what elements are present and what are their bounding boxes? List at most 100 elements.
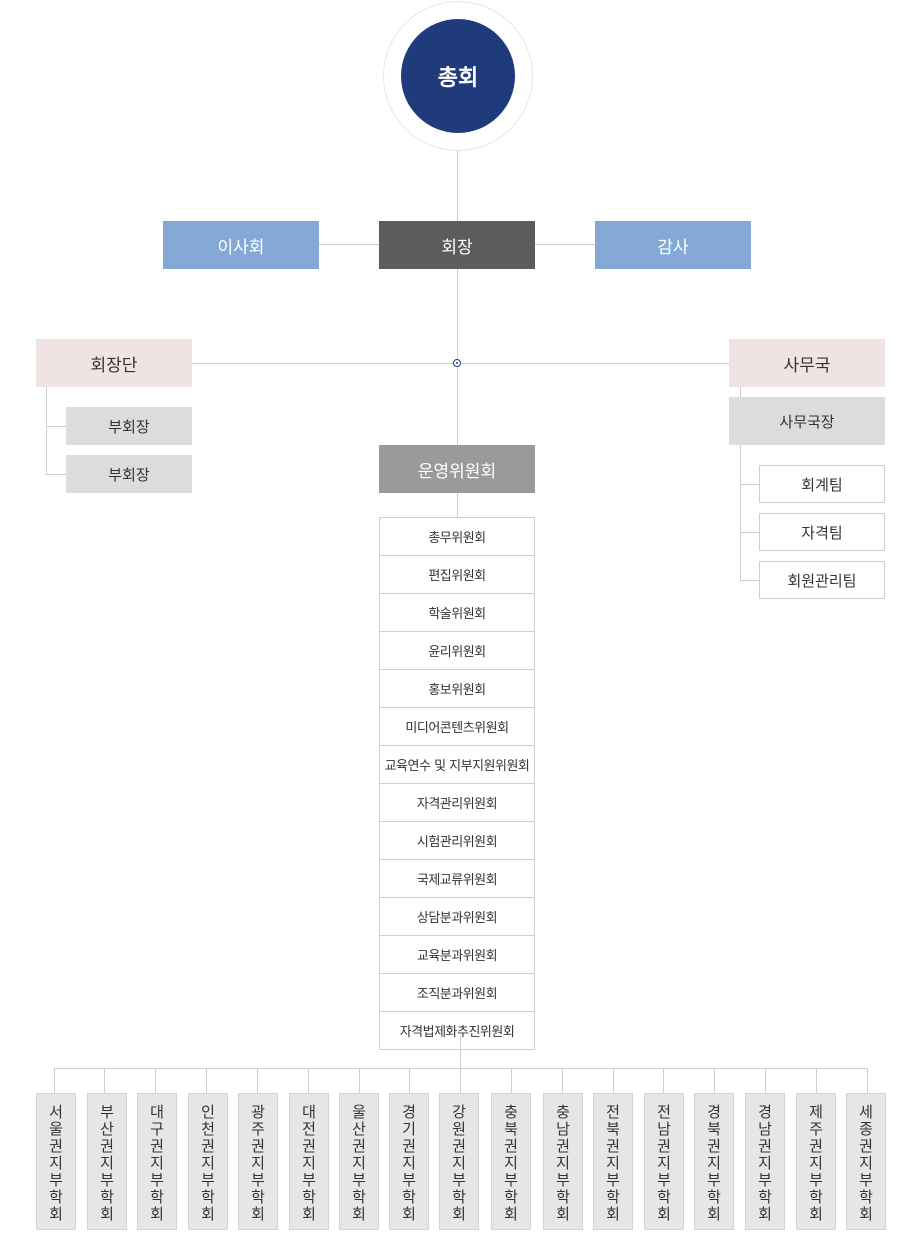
connector-presidency-vp1 bbox=[46, 426, 66, 427]
vice-president-node-1: 부회장 bbox=[66, 407, 192, 445]
connector-president-auditor bbox=[535, 244, 595, 245]
branch-gyeonggi: 경기권지부학회 bbox=[389, 1093, 429, 1230]
committee-item: 상담분과위원회 bbox=[380, 897, 534, 935]
branch-chungbuk: 충북권지부학회 bbox=[491, 1093, 531, 1230]
connector-branch-stub bbox=[155, 1068, 156, 1093]
branch-gyeongnam: 경남권지부학회 bbox=[745, 1093, 785, 1230]
branch-gangwon: 강원권지부학회 bbox=[439, 1093, 479, 1230]
branch-label: 충남권지부학회 bbox=[556, 1103, 570, 1223]
steering-committee-node: 운영위원회 bbox=[379, 445, 535, 493]
connector-branch-stub bbox=[613, 1068, 614, 1093]
branch-seoul: 서울권지부학회 bbox=[36, 1093, 76, 1230]
connector-team2 bbox=[740, 532, 759, 533]
board-label: 이사회 bbox=[217, 237, 265, 258]
branch-daegu: 대구권지부학회 bbox=[137, 1093, 177, 1230]
auditor-label: 감사 bbox=[657, 237, 689, 258]
branch-jeonbuk: 전북권지부학회 bbox=[593, 1093, 633, 1230]
president-label: 회장 bbox=[441, 237, 473, 258]
committee-item: 홍보위원회 bbox=[380, 669, 534, 707]
vice-president-node-2: 부회장 bbox=[66, 455, 192, 493]
junction-dot bbox=[453, 359, 461, 367]
team-node-certification: 자격팀 bbox=[759, 513, 885, 551]
branch-label: 전남권지부학회 bbox=[657, 1103, 671, 1223]
branch-jeonnam: 전남권지부학회 bbox=[644, 1093, 684, 1230]
connector-team3 bbox=[740, 580, 759, 581]
connector-presidency-vertical bbox=[46, 387, 47, 474]
branch-label: 대구권지부학회 bbox=[150, 1103, 164, 1223]
branch-label: 경남권지부학회 bbox=[758, 1103, 772, 1223]
team-node-membership: 회원관리팀 bbox=[759, 561, 885, 599]
branch-label: 서울권지부학회 bbox=[49, 1103, 63, 1223]
committee-list: 총무위원회 편집위원회 학술위원회 윤리위원회 홍보위원회 미디어콘텐츠위원회 … bbox=[379, 517, 535, 1050]
committee-item: 자격법제화추진위원회 bbox=[380, 1011, 534, 1049]
branch-busan: 부산권지부학회 bbox=[87, 1093, 127, 1230]
branch-jeju: 제주권지부학회 bbox=[796, 1093, 836, 1230]
committee-item: 교육연수 및 지부지원위원회 bbox=[380, 745, 534, 783]
branch-chungnam: 충남권지부학회 bbox=[543, 1093, 583, 1230]
secretariat-head-node: 사무국장 bbox=[729, 397, 885, 445]
team-label: 회원관리팀 bbox=[787, 571, 857, 590]
branch-incheon: 인천권지부학회 bbox=[188, 1093, 228, 1230]
president-node: 회장 bbox=[379, 221, 535, 269]
connector-secretariat-head bbox=[740, 387, 741, 397]
branch-label: 충북권지부학회 bbox=[504, 1103, 518, 1223]
team-node-accounting: 회계팀 bbox=[759, 465, 885, 503]
branch-label: 인천권지부학회 bbox=[201, 1103, 215, 1223]
branch-label: 세종권지부학회 bbox=[859, 1103, 873, 1223]
connector-branch-stub bbox=[816, 1068, 817, 1093]
connector-branch-stub bbox=[206, 1068, 207, 1093]
connector-steering-list bbox=[457, 493, 458, 517]
auditor-node: 감사 bbox=[595, 221, 751, 269]
branch-label: 경기권지부학회 bbox=[402, 1103, 416, 1223]
connector-main-vertical bbox=[457, 151, 458, 445]
branch-label: 전북권지부학회 bbox=[606, 1103, 620, 1223]
connector-presidency-vp2 bbox=[46, 474, 66, 475]
general-meeting-node: 총회 bbox=[401, 19, 515, 133]
vice-president-label: 부회장 bbox=[108, 417, 150, 436]
connector-branch-stub bbox=[867, 1068, 868, 1093]
team-label: 회계팀 bbox=[801, 475, 843, 494]
connector-branch-stub bbox=[359, 1068, 360, 1093]
branch-gyeongbuk: 경북권지부학회 bbox=[694, 1093, 734, 1230]
connector-team1 bbox=[740, 484, 759, 485]
secretariat-node: 사무국 bbox=[729, 339, 885, 387]
branch-gwangju: 광주권지부학회 bbox=[238, 1093, 278, 1230]
committee-item: 총무위원회 bbox=[428, 531, 486, 546]
connector-branch-stub bbox=[562, 1068, 563, 1093]
branch-sejong: 세종권지부학회 bbox=[846, 1093, 886, 1230]
committee-item: 미디어콘텐츠위원회 bbox=[380, 707, 534, 745]
connector-branch-stub bbox=[257, 1068, 258, 1093]
connector-branch-stub bbox=[511, 1068, 512, 1093]
steering-committee-label: 운영위원회 bbox=[417, 461, 497, 482]
board-node: 이사회 bbox=[163, 221, 319, 269]
branch-label: 광주권지부학회 bbox=[251, 1103, 265, 1223]
secretariat-head-label: 사무국장 bbox=[779, 412, 835, 431]
branch-label: 경북권지부학회 bbox=[707, 1103, 721, 1223]
vice-president-label: 부회장 bbox=[108, 465, 150, 484]
branch-label: 부산권지부학회 bbox=[100, 1103, 114, 1223]
connector-branch-stub bbox=[663, 1068, 664, 1093]
branch-ulsan: 울산권지부학회 bbox=[339, 1093, 379, 1230]
general-meeting-label: 총회 bbox=[437, 66, 479, 91]
branch-label: 강원권지부학회 bbox=[452, 1103, 466, 1223]
branch-label: 제주권지부학회 bbox=[809, 1103, 823, 1223]
presidency-label: 회장단 bbox=[90, 355, 138, 376]
connector-secretariat-vertical bbox=[740, 445, 741, 581]
committee-item: 학술위원회 bbox=[380, 593, 534, 631]
connector-branches-horizontal bbox=[54, 1068, 868, 1069]
secretariat-label: 사무국 bbox=[783, 355, 831, 376]
branch-label: 울산권지부학회 bbox=[352, 1103, 366, 1223]
committee-item: 윤리위원회 bbox=[380, 631, 534, 669]
committee-item: 편집위원회 bbox=[380, 555, 534, 593]
branch-daejeon: 대전권지부학회 bbox=[289, 1093, 329, 1230]
presidency-node: 회장단 bbox=[36, 339, 192, 387]
connector-branch-stub bbox=[714, 1068, 715, 1093]
committee-item: 자격관리위원회 bbox=[380, 783, 534, 821]
committee-item: 시험관리위원회 bbox=[380, 821, 534, 859]
committee-item: 국제교류위원회 bbox=[380, 859, 534, 897]
committee-item: 교육분과위원회 bbox=[380, 935, 534, 973]
connector-branch-stub bbox=[460, 1068, 461, 1093]
connector-board-president bbox=[319, 244, 379, 245]
connector-branch-stub bbox=[308, 1068, 309, 1093]
branch-label: 대전권지부학회 bbox=[302, 1103, 316, 1223]
